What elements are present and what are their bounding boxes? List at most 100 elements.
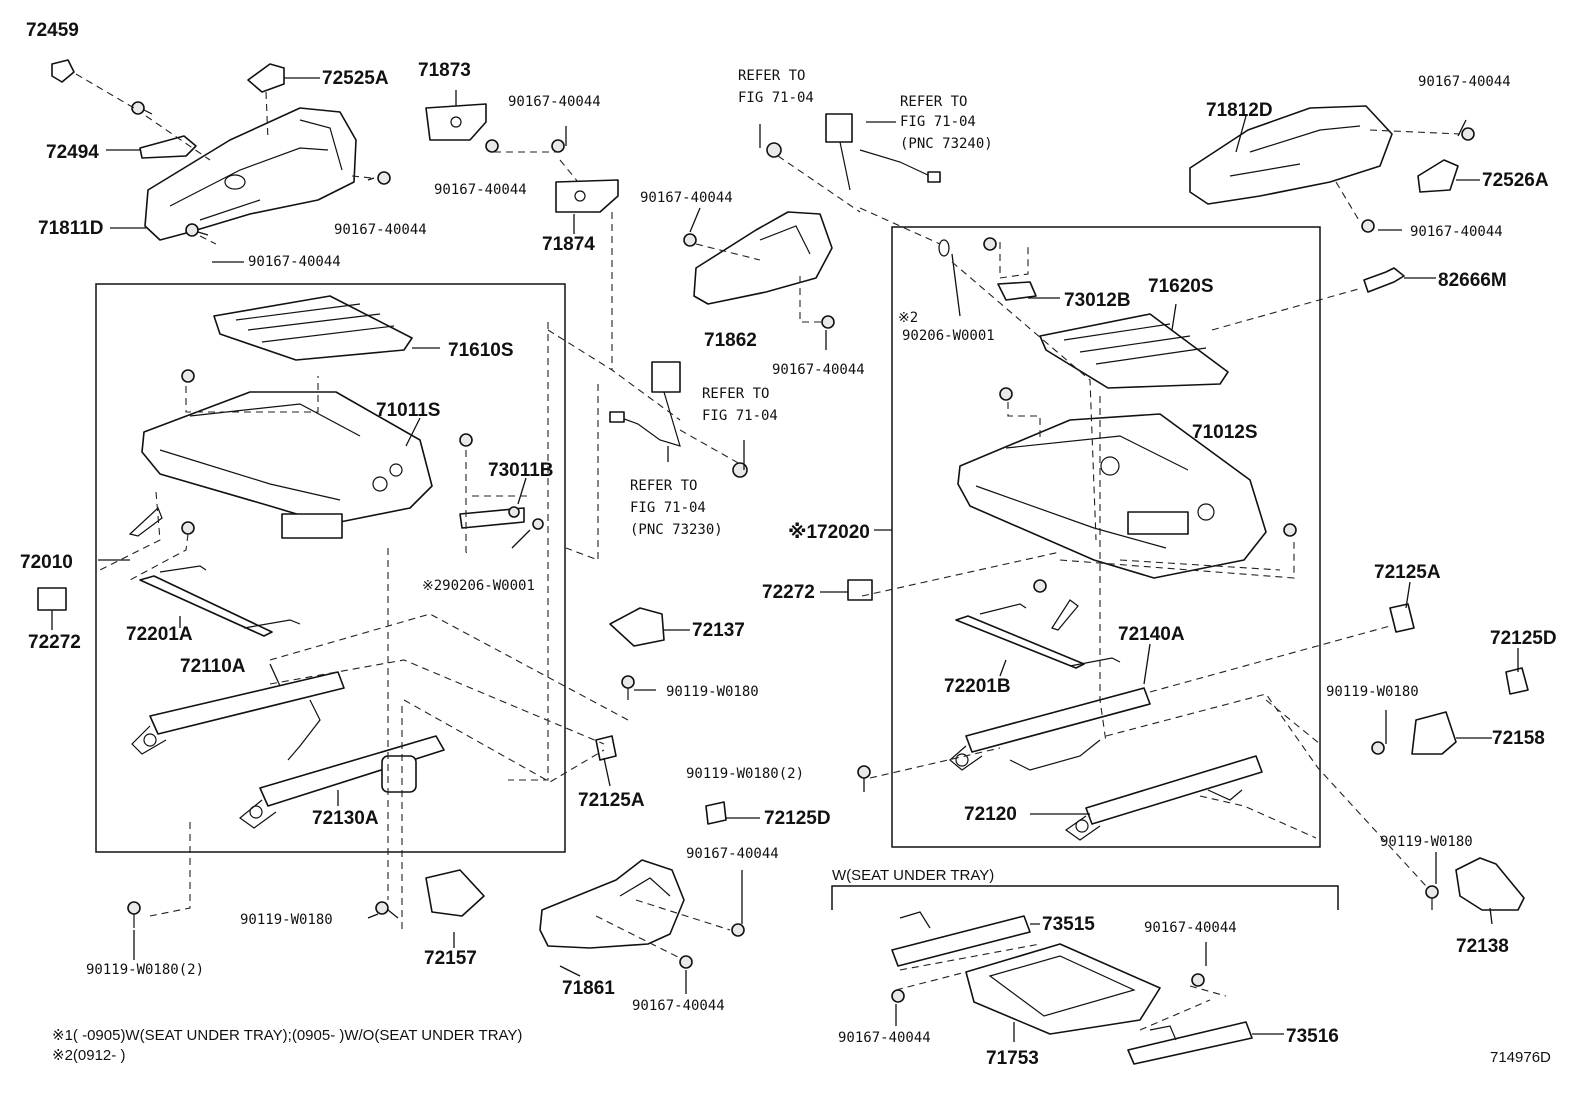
spring-71610s <box>213 295 413 361</box>
label-refer-d-3: (PNC 73230) <box>630 522 723 538</box>
label-73516: 73516 <box>1286 1026 1339 1047</box>
screw-71753b <box>1191 973 1205 987</box>
screw-71874-top <box>551 139 565 153</box>
label-72526A: 72526A <box>1482 170 1549 191</box>
left-seat-frame-box <box>95 283 566 853</box>
label-bolt-72158: 90119-W0180 <box>1326 684 1419 700</box>
bracket-71873 <box>425 103 487 141</box>
cover-72525A <box>247 63 285 93</box>
rail-73516 <box>1127 1021 1253 1065</box>
label-71861: 71861 <box>562 978 615 999</box>
rail-72120 <box>1064 755 1263 841</box>
label-72158: 72158 <box>1492 728 1545 749</box>
label-72494: 72494 <box>46 142 99 163</box>
label-bolt-71861-b: 90167-40044 <box>632 998 725 1014</box>
label-refer-c-1: REFER TO <box>702 386 769 402</box>
cap-72459 <box>51 59 75 83</box>
label-refer-a-1: REFER TO <box>738 68 805 84</box>
label-71811D: 71811D <box>38 218 104 239</box>
label-bolt-tr-2: 90167-40044 <box>1410 224 1503 240</box>
cover-72158 <box>1411 711 1457 755</box>
clip-72125d-mid <box>705 801 727 825</box>
label-72125D-mid: 72125D <box>764 808 831 829</box>
screw-71753a <box>891 989 905 1003</box>
label-72120: 72120 <box>964 804 1017 825</box>
label-refer-d-1: REFER TO <box>630 478 697 494</box>
label-72138: 72138 <box>1456 936 1509 957</box>
label-bolt-71862-a: 90167-40044 <box>640 190 733 206</box>
label-bolt-tl-1: 90167-40044 <box>334 222 427 238</box>
clip-right-frame <box>1033 579 1079 631</box>
leader-lines <box>51 77 1519 1042</box>
label-82666M: 82666M <box>1438 270 1507 291</box>
label-72459: 72459 <box>26 20 79 41</box>
label-73012B: 73012B <box>1064 290 1131 311</box>
bracket-71874 <box>555 179 619 213</box>
label-71620S: 71620S <box>1148 276 1214 297</box>
label-71862: 71862 <box>704 330 757 351</box>
screw-72158 <box>1371 741 1385 755</box>
label-72130A: 72130A <box>312 808 379 829</box>
label-72140A: 72140A <box>1118 624 1185 645</box>
label-bolt-72120: 90119-W0180(2) <box>686 766 804 782</box>
label-72272-right: 72272 <box>762 582 815 603</box>
label-mark-2: ※2 <box>898 310 918 326</box>
label-71873: 71873 <box>418 60 471 81</box>
screw-tr-2 <box>1361 219 1375 233</box>
tray-71753 <box>965 943 1161 1035</box>
label-72110A: 72110A <box>180 656 246 677</box>
label-refer-c-2: FIG 71-04 <box>702 408 778 424</box>
label-tray-title: W(SEAT UNDER TRAY) <box>832 867 994 884</box>
clip-72125a-right <box>1389 603 1415 633</box>
inner-shield-71862 <box>693 211 833 305</box>
rail-72140a <box>949 687 1151 771</box>
label-72157: 72157 <box>424 948 477 969</box>
screw-tl-2 <box>367 171 391 185</box>
label-bolt-bl: 90119-W0180(2) <box>86 962 204 978</box>
side-shield-71812d <box>1189 105 1393 205</box>
knob-72494 <box>139 135 197 159</box>
clip-72010 <box>128 506 195 537</box>
seatbelt-buckle-mid <box>609 361 681 447</box>
label-71610S: 71610S <box>448 340 514 361</box>
label-71753: 71753 <box>986 1048 1039 1069</box>
label-bolt-71873: 90167-40044 <box>434 182 527 198</box>
label-72137: 72137 <box>692 620 745 641</box>
label-72010: 72010 <box>20 552 73 573</box>
nut-frame-left-1 <box>181 369 195 383</box>
label-bolt-tl-2: 90167-40044 <box>248 254 341 270</box>
label-71011S: 71011S <box>376 400 440 421</box>
nut-frame-left-2 <box>459 433 473 447</box>
label-bolt-71874-top: 90167-40044 <box>508 94 601 110</box>
label-refer-a-2: FIG 71-04 <box>738 90 814 106</box>
shield-71861 <box>539 859 685 949</box>
clip-72125d-right <box>1505 667 1529 695</box>
bracket-73012b <box>983 237 1037 301</box>
label-72525A: 72525A <box>322 68 389 89</box>
figure-id: 714976D <box>1490 1049 1551 1066</box>
screw-71861-b <box>679 955 693 969</box>
screw-tr-1 <box>1461 127 1475 141</box>
connector-left-mid <box>532 518 544 530</box>
nut-frame-right-1 <box>999 387 1013 401</box>
label-72125A-mid: 72125A <box>578 790 645 811</box>
connector-72272-right <box>847 579 873 601</box>
wire-72201b <box>955 603 1121 669</box>
label-172020: ※172020 <box>788 522 870 543</box>
label-refer-d-2: FIG 71-04 <box>630 500 706 516</box>
label-bolt-71753-b: 90167-40044 <box>1144 920 1237 936</box>
label-bolt-72157: 90119-W0180 <box>240 912 333 928</box>
side-shield-71811d <box>144 107 357 241</box>
screw-72157 <box>375 901 399 919</box>
label-71812D: 71812D <box>1206 100 1273 121</box>
clip-72125a-mid <box>595 735 617 761</box>
label-90206: 90206-W0001 <box>902 328 995 344</box>
label-72201B: 72201B <box>944 676 1011 697</box>
label-bolt-71862-b: 90167-40044 <box>772 362 865 378</box>
hanger-90206 <box>938 239 950 257</box>
label-71012S: 71012S <box>1192 422 1258 443</box>
seatbelt-buckle-top <box>825 113 941 191</box>
label-290206: ※290206-W0001 <box>422 578 535 594</box>
tray-bracket <box>831 885 1339 910</box>
